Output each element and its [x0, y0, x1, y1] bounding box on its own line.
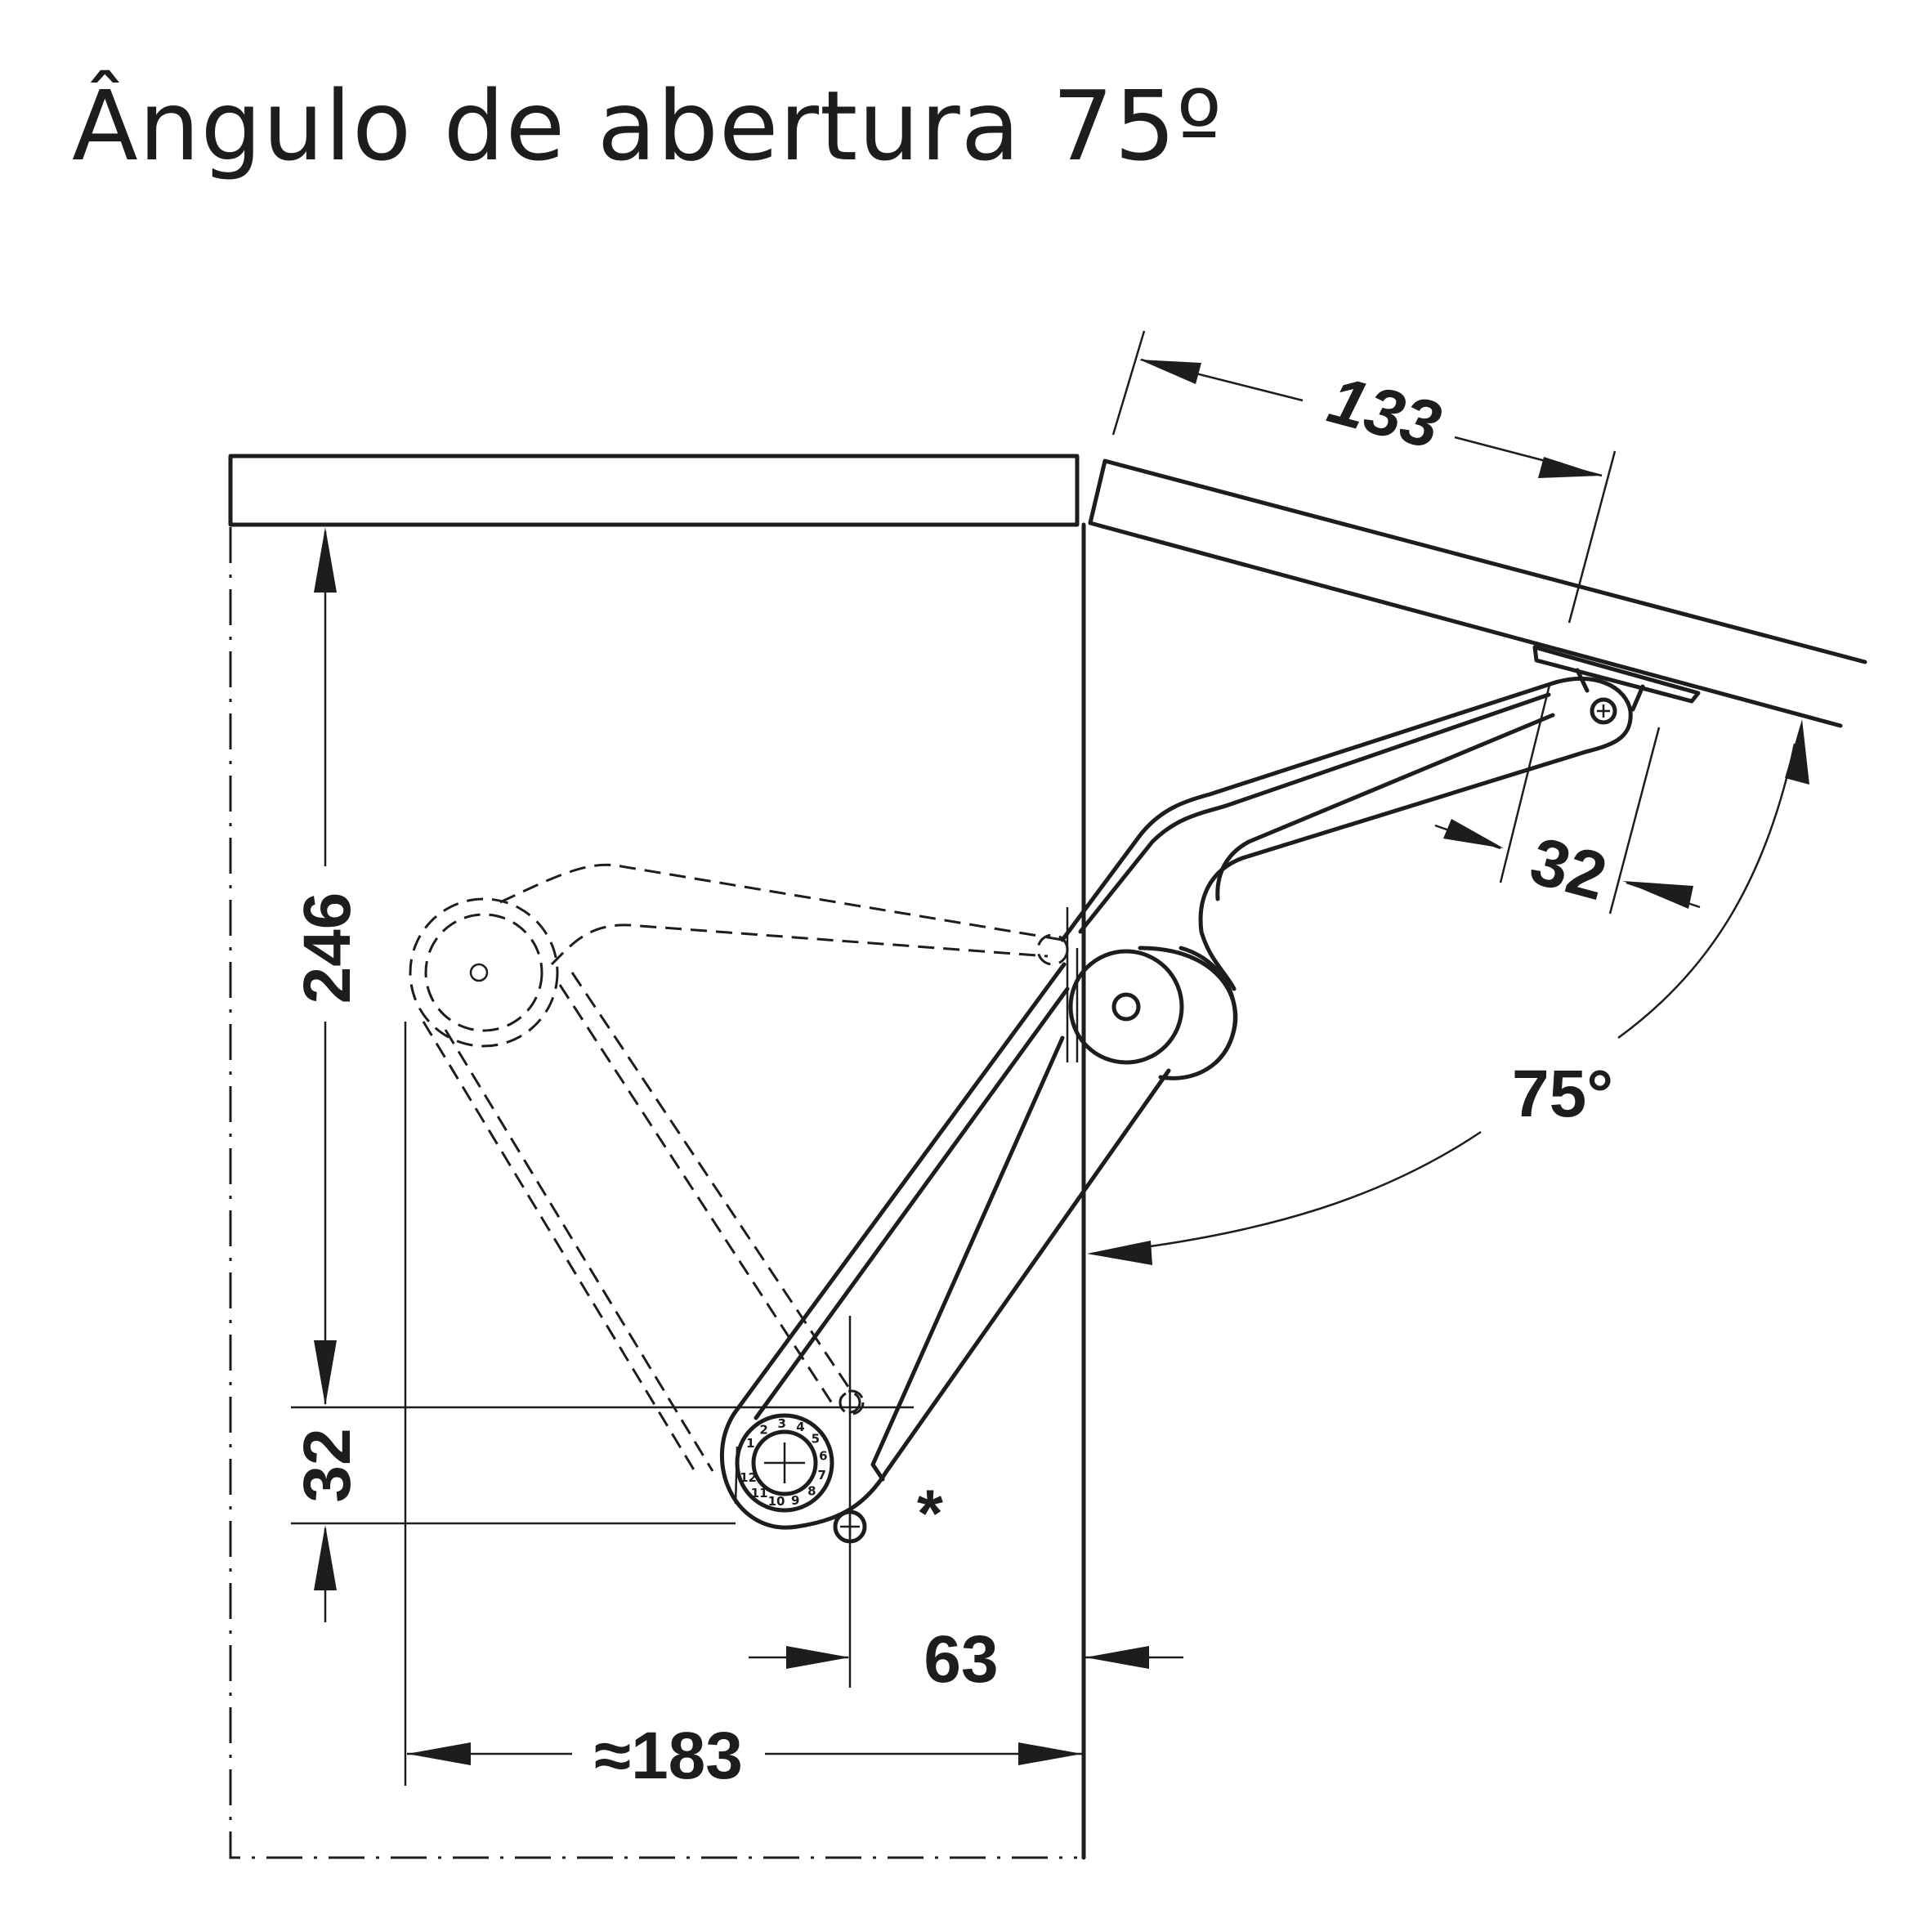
dimension-246-label: 246	[290, 892, 364, 1004]
dial-number: 7	[817, 1468, 825, 1483]
upper-arm	[1060, 645, 1701, 991]
dial-number: 8	[807, 1484, 816, 1499]
dial-number: 10	[768, 1494, 785, 1509]
main-pivot-hub	[1068, 946, 1238, 1080]
dial-number: 9	[791, 1493, 799, 1508]
dimension-depth: ≈183	[404, 1022, 1082, 1793]
dimension-183-label: ≈183	[594, 1719, 743, 1793]
cabinet-outline	[229, 527, 1077, 1859]
dial-number: 11	[751, 1486, 768, 1500]
dimension-flap-length: 133	[1111, 330, 1617, 624]
dimension-75-label: 75°	[1512, 1057, 1613, 1131]
screw-icon	[1590, 697, 1617, 725]
dial-number: 6	[819, 1449, 827, 1464]
dial-number: 5	[812, 1431, 820, 1446]
dial-number: 1	[746, 1436, 754, 1451]
note-asterisk: *	[917, 1477, 943, 1551]
dimension-side-offset: 63	[749, 1316, 1183, 1697]
dimension-32-pivot-label: 32	[290, 1428, 364, 1502]
dial-number: 2	[759, 1422, 767, 1437]
dimension-133-label: 133	[1321, 363, 1448, 463]
arm-closed-position	[409, 863, 1069, 1472]
dimension-pivot-height: 32	[290, 1406, 914, 1622]
dial-number: 3	[777, 1416, 785, 1431]
dimension-height: 246	[290, 527, 364, 1406]
diagram-title: Ângulo de abertura 75º	[72, 69, 1223, 182]
dial-number: 4	[796, 1420, 804, 1434]
opened-flap	[1088, 458, 1867, 728]
cabinet-top-panel	[228, 454, 1080, 527]
dimension-32-arm-label: 32	[1523, 824, 1614, 915]
lower-arm	[719, 907, 1171, 1530]
dimension-63-label: 63	[924, 1622, 998, 1697]
dial-number: 12	[740, 1470, 757, 1485]
dimension-angle: 75°	[1087, 719, 1809, 1265]
